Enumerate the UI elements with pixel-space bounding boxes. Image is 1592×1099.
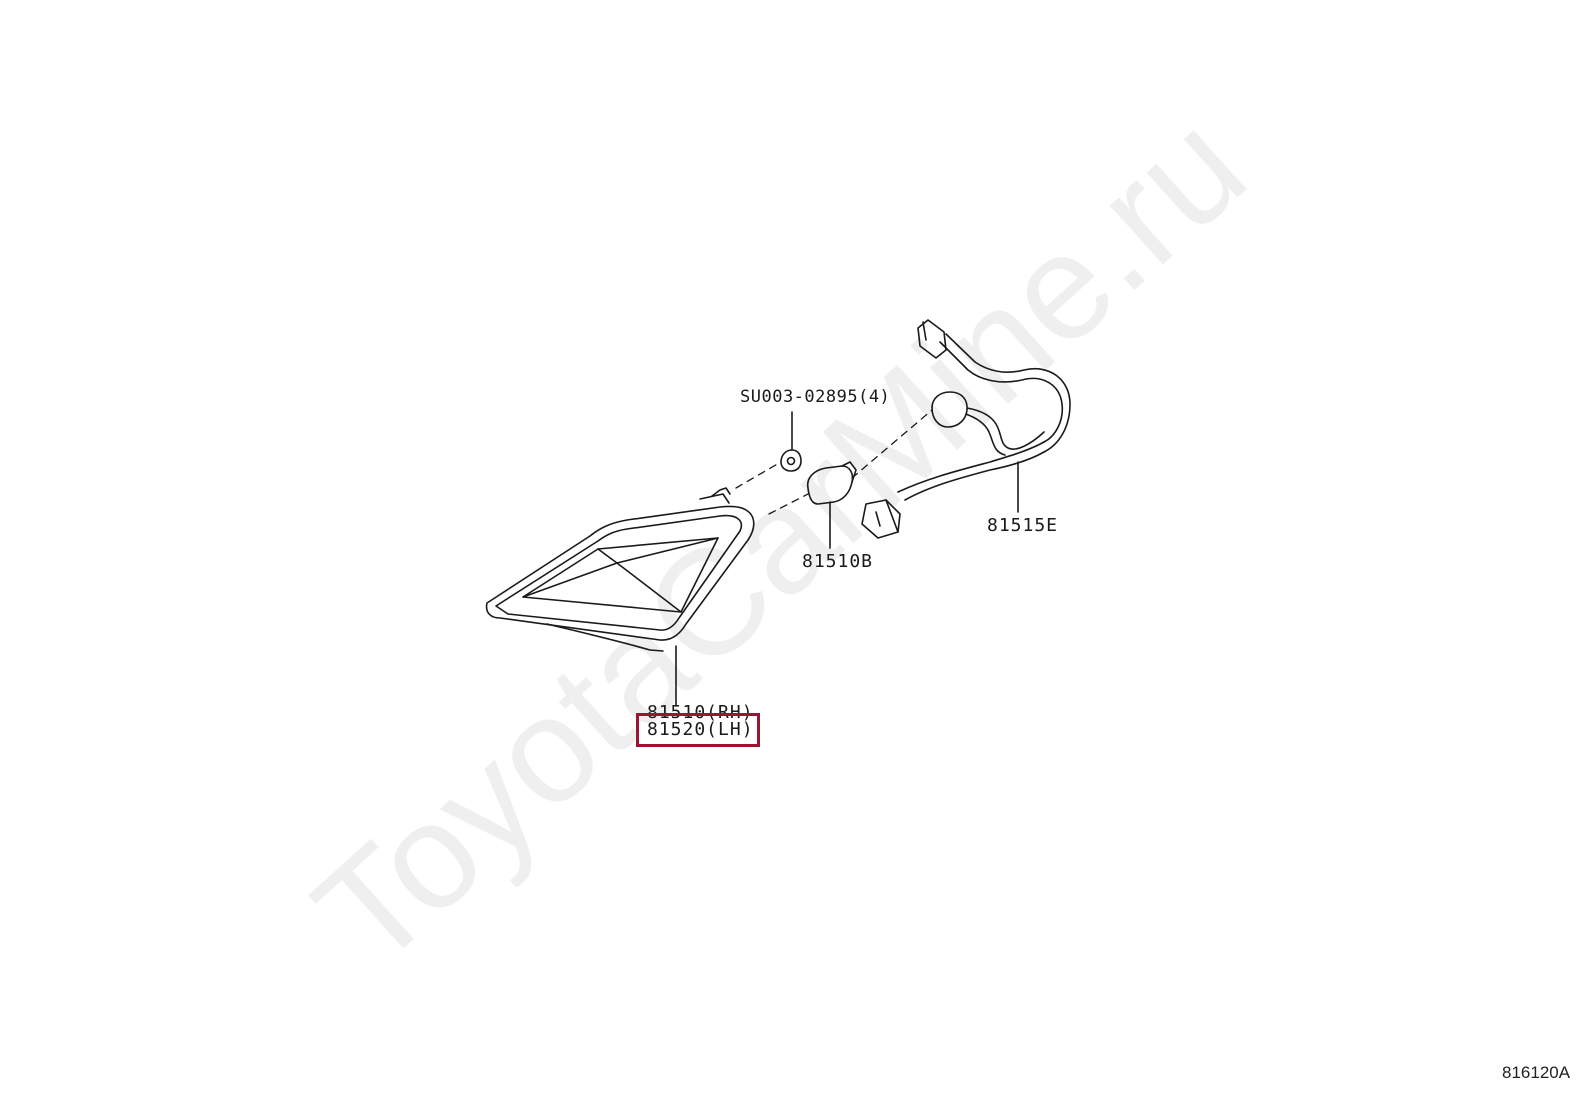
label-fastener[interactable]: SU003-02895(4) bbox=[740, 387, 891, 407]
side-lamp-housing[interactable] bbox=[485, 487, 755, 652]
label-bulb[interactable]: 81510B bbox=[802, 551, 874, 572]
label-lamp-rh[interactable]: 81510(RH) bbox=[647, 702, 754, 723]
dashed-assembly-lines bbox=[735, 409, 933, 515]
socket-wire-harness[interactable] bbox=[861, 319, 1071, 539]
bulb[interactable] bbox=[806, 461, 857, 549]
label-harness[interactable]: 81515E bbox=[987, 515, 1059, 536]
fastener-nut[interactable] bbox=[780, 411, 802, 472]
highlight-box bbox=[636, 713, 760, 747]
label-lamp-lh[interactable]: 81520(LH) bbox=[647, 719, 754, 740]
diagram-code: 816120A bbox=[1502, 1063, 1571, 1082]
